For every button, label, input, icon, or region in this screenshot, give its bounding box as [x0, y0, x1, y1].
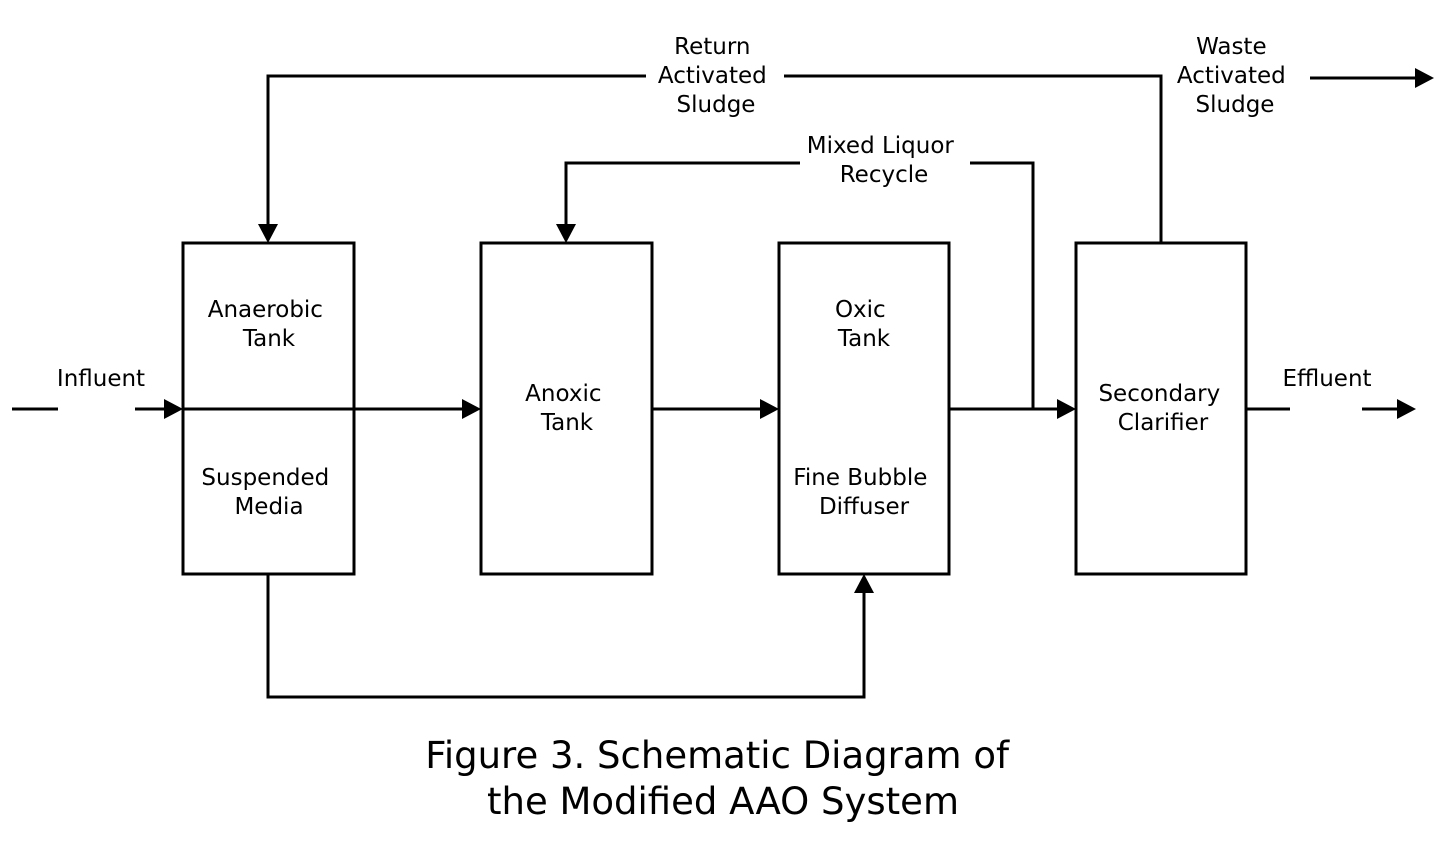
anoxic-inlet-arrowhead [462, 399, 481, 419]
mixed-liquor-recycle-label: Mixed Liquor Recycle [807, 133, 961, 188]
mixed-liquor-line-left [564, 161, 800, 225]
return-sludge-line-right [784, 74, 1163, 243]
effluent-arrowhead [1397, 399, 1416, 419]
influent-label: Influent [57, 366, 145, 392]
oxic-tank-box [777, 241, 951, 576]
oxic-tank-label: Oxic Tank [835, 297, 893, 352]
oxic-inlet-arrowhead [760, 399, 779, 419]
suspended-media-label: Suspended Media [201, 465, 336, 520]
media-transfer-line [266, 574, 866, 699]
media-transfer-arrowhead [854, 574, 874, 593]
waste-sludge-arrowhead [1415, 68, 1434, 88]
effluent-label: Effluent [1282, 366, 1371, 392]
mixed-liquor-line-right [970, 161, 1035, 409]
return-sludge-arrowhead [258, 224, 278, 243]
clarifier-inlet-arrowhead [1057, 399, 1076, 419]
secondary-clarifier-box [1074, 241, 1248, 576]
anaerobic-tank-label: Anaerobic Tank [208, 297, 331, 352]
mixed-liquor-arrowhead [556, 224, 576, 243]
anoxic-tank-label: Anoxic Tank [525, 381, 609, 436]
return-sludge-line-left [266, 74, 646, 225]
secondary-clarifier-label: Secondary Clarifier [1098, 381, 1227, 436]
anoxic-tank-box [479, 241, 654, 576]
fine-bubble-diffuser-label: Fine Bubble Diffuser [793, 465, 934, 520]
waste-activated-sludge-label: Waste Activated Sludge [1177, 34, 1293, 118]
return-activated-sludge-label: Return Activated Sludge [658, 34, 774, 118]
figure-caption: Figure 3. Schematic Diagram of the Modif… [425, 734, 1021, 823]
influent-arrowhead [164, 399, 183, 419]
